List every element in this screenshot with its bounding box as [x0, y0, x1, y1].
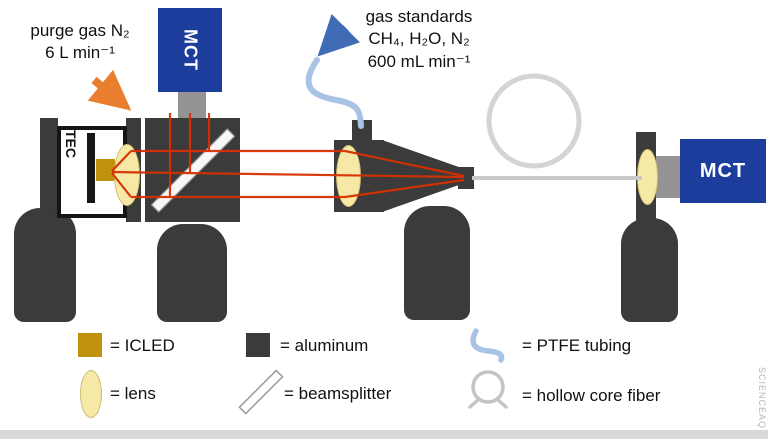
- legend-ptfe-label: = PTFE tubing: [522, 336, 632, 355]
- mct-detector-top: MCT: [158, 8, 222, 92]
- legend-beamsplitter-icon: [238, 369, 284, 415]
- gas-standards-line2: CH₄, H₂O, N₂: [368, 29, 470, 49]
- gas-standards-line3: 600 mL min⁻¹: [367, 51, 471, 71]
- tec-inner-bar: [87, 133, 95, 203]
- fiber-coupler-nozzle: [458, 167, 474, 189]
- tec-label: TEC: [63, 130, 79, 158]
- legend-ptfe-icon: [470, 328, 505, 363]
- focusing-cone: [382, 140, 462, 212]
- legend-lens-swatch: [80, 370, 102, 418]
- legend-aluminum-label: = aluminum: [280, 336, 369, 355]
- bottom-band: [0, 430, 768, 439]
- legend-lens-label: = lens: [110, 384, 156, 403]
- pedestal-2: [157, 224, 227, 322]
- gas-standards-line1: gas standards: [365, 7, 473, 26]
- legend-icled-label: = ICLED: [110, 336, 175, 355]
- lens-3: [637, 149, 658, 205]
- watermark: SCIENCEAQ: [757, 366, 767, 429]
- lens-1: [114, 144, 140, 206]
- legend-icled-swatch: [78, 333, 102, 357]
- mct-detector-right: MCT: [680, 139, 766, 203]
- gas-inlet-port: [352, 120, 372, 142]
- orange-arrow-icon: [87, 69, 132, 111]
- pedestal-3: [404, 206, 470, 320]
- hollow-core-fiber-loop: [486, 73, 582, 169]
- purge-gas-line1: purge gas N₂: [30, 21, 130, 40]
- beamsplitter-cube: [145, 118, 240, 222]
- gas-standards-label: gas standards CH₄, H₂O, N₂ 600 mL min⁻¹: [328, 6, 510, 73]
- purge-gas-line2: 6 L min⁻¹: [45, 43, 115, 63]
- legend-aluminum-swatch: [246, 333, 270, 357]
- lens-2: [336, 145, 361, 207]
- legend-hollow-core-icon: [468, 370, 508, 409]
- beamsplitter-plate: [150, 128, 236, 213]
- legend-hollow-core-label: = hollow core fiber: [522, 386, 661, 405]
- icled-emitter: [96, 159, 115, 181]
- legend-beamsplitter-label: = beamsplitter: [284, 384, 392, 403]
- mct-right-connector: [656, 156, 682, 198]
- purge-gas-label: purge gas N₂ 6 L min⁻¹: [6, 20, 154, 65]
- left-mount-plate: [40, 118, 58, 218]
- pedestal-1: [14, 208, 76, 322]
- mct-top-connector: [178, 92, 206, 118]
- pedestal-4: [621, 218, 678, 322]
